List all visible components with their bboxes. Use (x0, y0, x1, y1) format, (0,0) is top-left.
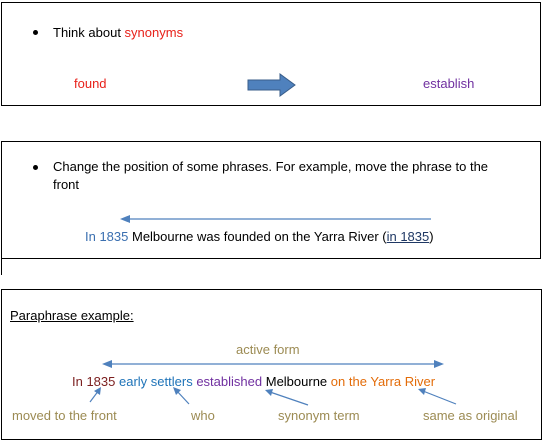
up-arrow-same-icon (422, 390, 457, 405)
synonym-arrow-svg (247, 73, 296, 97)
paraphrased-sentence: In 1835 early settlers established Melbo… (72, 374, 435, 389)
bullet-dot (33, 165, 38, 170)
segment-year: In 1835 (72, 374, 116, 389)
sentence-middle: Melbourne was founded on the Yarra River… (128, 229, 387, 244)
synonyms-word: synonyms (124, 25, 184, 40)
phrase-bullet-line2: front (53, 177, 80, 192)
connector-line (1, 259, 2, 275)
annotation-who: who (191, 408, 215, 423)
block-right-arrow-icon (247, 73, 296, 97)
segment-subject: early settlers (119, 374, 193, 389)
paraphrase-heading: Paraphrase example: (10, 308, 134, 323)
synonyms-bullet-text: Think about synonyms (53, 25, 183, 40)
word-establish: establish (423, 76, 475, 91)
sentence-paren-year: in 1835 (386, 229, 430, 244)
sentence-year: In 1835 (85, 229, 129, 244)
segment-object: Melbourne (265, 374, 328, 389)
word-found: found (74, 76, 107, 91)
phrase-bullet-line1: Change the position of some phrases. For… (53, 159, 489, 174)
original-sentence: In 1835 Melbourne was founded on the Yar… (85, 229, 434, 244)
annotation-synonym: synonym term (278, 408, 360, 423)
sentence-close: ) (429, 229, 434, 244)
annotation-same: same as original (423, 408, 518, 423)
synonyms-box: Think about synonyms found establish (1, 2, 541, 106)
segment-verb: established (196, 374, 263, 389)
bullet-dot (33, 30, 38, 35)
paraphrase-example-box: Paraphrase example: active form In 1835 … (1, 289, 542, 440)
up-arrow-synonym-icon (269, 391, 309, 406)
annotation-front: moved to the front (12, 408, 117, 423)
bullet-prefix: Think about (53, 25, 125, 40)
move-arrow-svg (120, 215, 431, 223)
segment-place: on the Yarra River (330, 374, 436, 389)
active-form-label: active form (236, 342, 300, 357)
phrase-position-box: Change the position of some phrases. For… (1, 141, 541, 259)
paraphrase-arrows-svg (89, 360, 457, 406)
